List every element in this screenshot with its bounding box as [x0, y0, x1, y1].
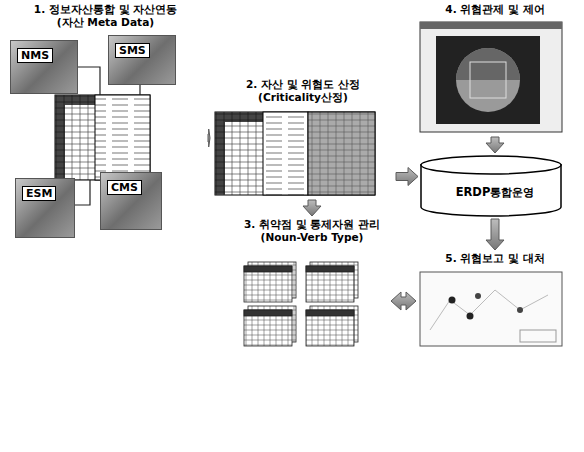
table-header	[55, 95, 95, 105]
block-arrow	[396, 168, 418, 186]
control-screen	[420, 22, 562, 132]
system-screen: CMS	[100, 172, 162, 230]
system-screen: NMS	[10, 40, 78, 94]
table-column	[215, 122, 225, 195]
card-header	[306, 266, 354, 272]
stage-group: 3. 취약점 및 통제자원 관리(Noun-Verb Type)	[235, 218, 389, 350]
stage-subheading: (Noun-Verb Type)	[235, 231, 389, 244]
box	[520, 330, 556, 342]
block-arrow	[391, 292, 416, 310]
system-label: SMS	[115, 43, 150, 58]
card	[306, 310, 354, 346]
system-screen: ESM	[15, 178, 75, 238]
dot	[449, 297, 456, 304]
frame	[470, 62, 506, 98]
stage-group: 1. 정보자산통합 및 자산연동(자산 Meta Data) NMS SMS ESM C…	[5, 3, 206, 245]
table-header	[215, 112, 263, 122]
stage-heading: 4. 위협관제 및 제어	[418, 3, 572, 16]
globe-half	[456, 48, 520, 80]
dot	[467, 313, 474, 320]
block-arrow	[303, 200, 321, 216]
map-line	[430, 290, 548, 330]
dot	[517, 307, 523, 313]
stage-group: 4. 위협관제 및 제어	[418, 3, 572, 135]
table-body	[215, 112, 375, 195]
cylinder-top	[421, 156, 561, 174]
card-header	[244, 310, 292, 316]
card	[306, 266, 354, 302]
block-arrow	[208, 129, 210, 147]
stage-heading: 3. 취약점 및 통제자원 관리	[235, 218, 389, 231]
table-text	[95, 95, 150, 180]
dot	[475, 293, 481, 299]
table-body	[55, 95, 150, 180]
title-bar	[420, 22, 562, 29]
system-screen: SMS	[108, 35, 176, 85]
system-label: ESM	[22, 186, 56, 201]
window	[420, 22, 562, 132]
wire	[139, 85, 140, 95]
block-arrow	[486, 219, 504, 250]
card-stacks	[244, 262, 358, 346]
stage-heading: 2. 자산 및 위협도 산정	[212, 78, 394, 91]
database-cylinder: ERDP통합운영	[420, 155, 570, 217]
asset-table	[55, 95, 150, 180]
picture	[436, 36, 540, 124]
system-label: NMS	[17, 48, 53, 63]
card-header	[306, 310, 354, 316]
stage-group: 5. 위협보고 및 대처	[418, 252, 572, 350]
table-grey	[308, 112, 375, 195]
stage-group: 2. 자산 및 위협도 산정(Criticality산정)	[212, 78, 394, 198]
criticality-table	[215, 112, 375, 195]
stage-subheading: (Criticality산정)	[212, 91, 394, 104]
report-screen	[420, 272, 562, 346]
block-arrow	[486, 137, 504, 153]
table-column	[55, 105, 65, 180]
card	[244, 266, 292, 302]
system-label: CMS	[107, 180, 142, 195]
table-text	[263, 112, 308, 195]
card-header	[244, 266, 292, 272]
wire	[75, 180, 90, 205]
card	[244, 310, 292, 346]
wire	[78, 67, 100, 95]
database-label: ERDP통합운영	[420, 155, 570, 199]
stage-heading: 5. 위협보고 및 대처	[418, 252, 572, 265]
globe	[456, 48, 520, 112]
stage-heading: 1. 정보자산통합 및 자산연동	[5, 3, 206, 16]
window	[420, 272, 562, 346]
stage-subheading: (자산 Meta Data)	[5, 16, 206, 29]
